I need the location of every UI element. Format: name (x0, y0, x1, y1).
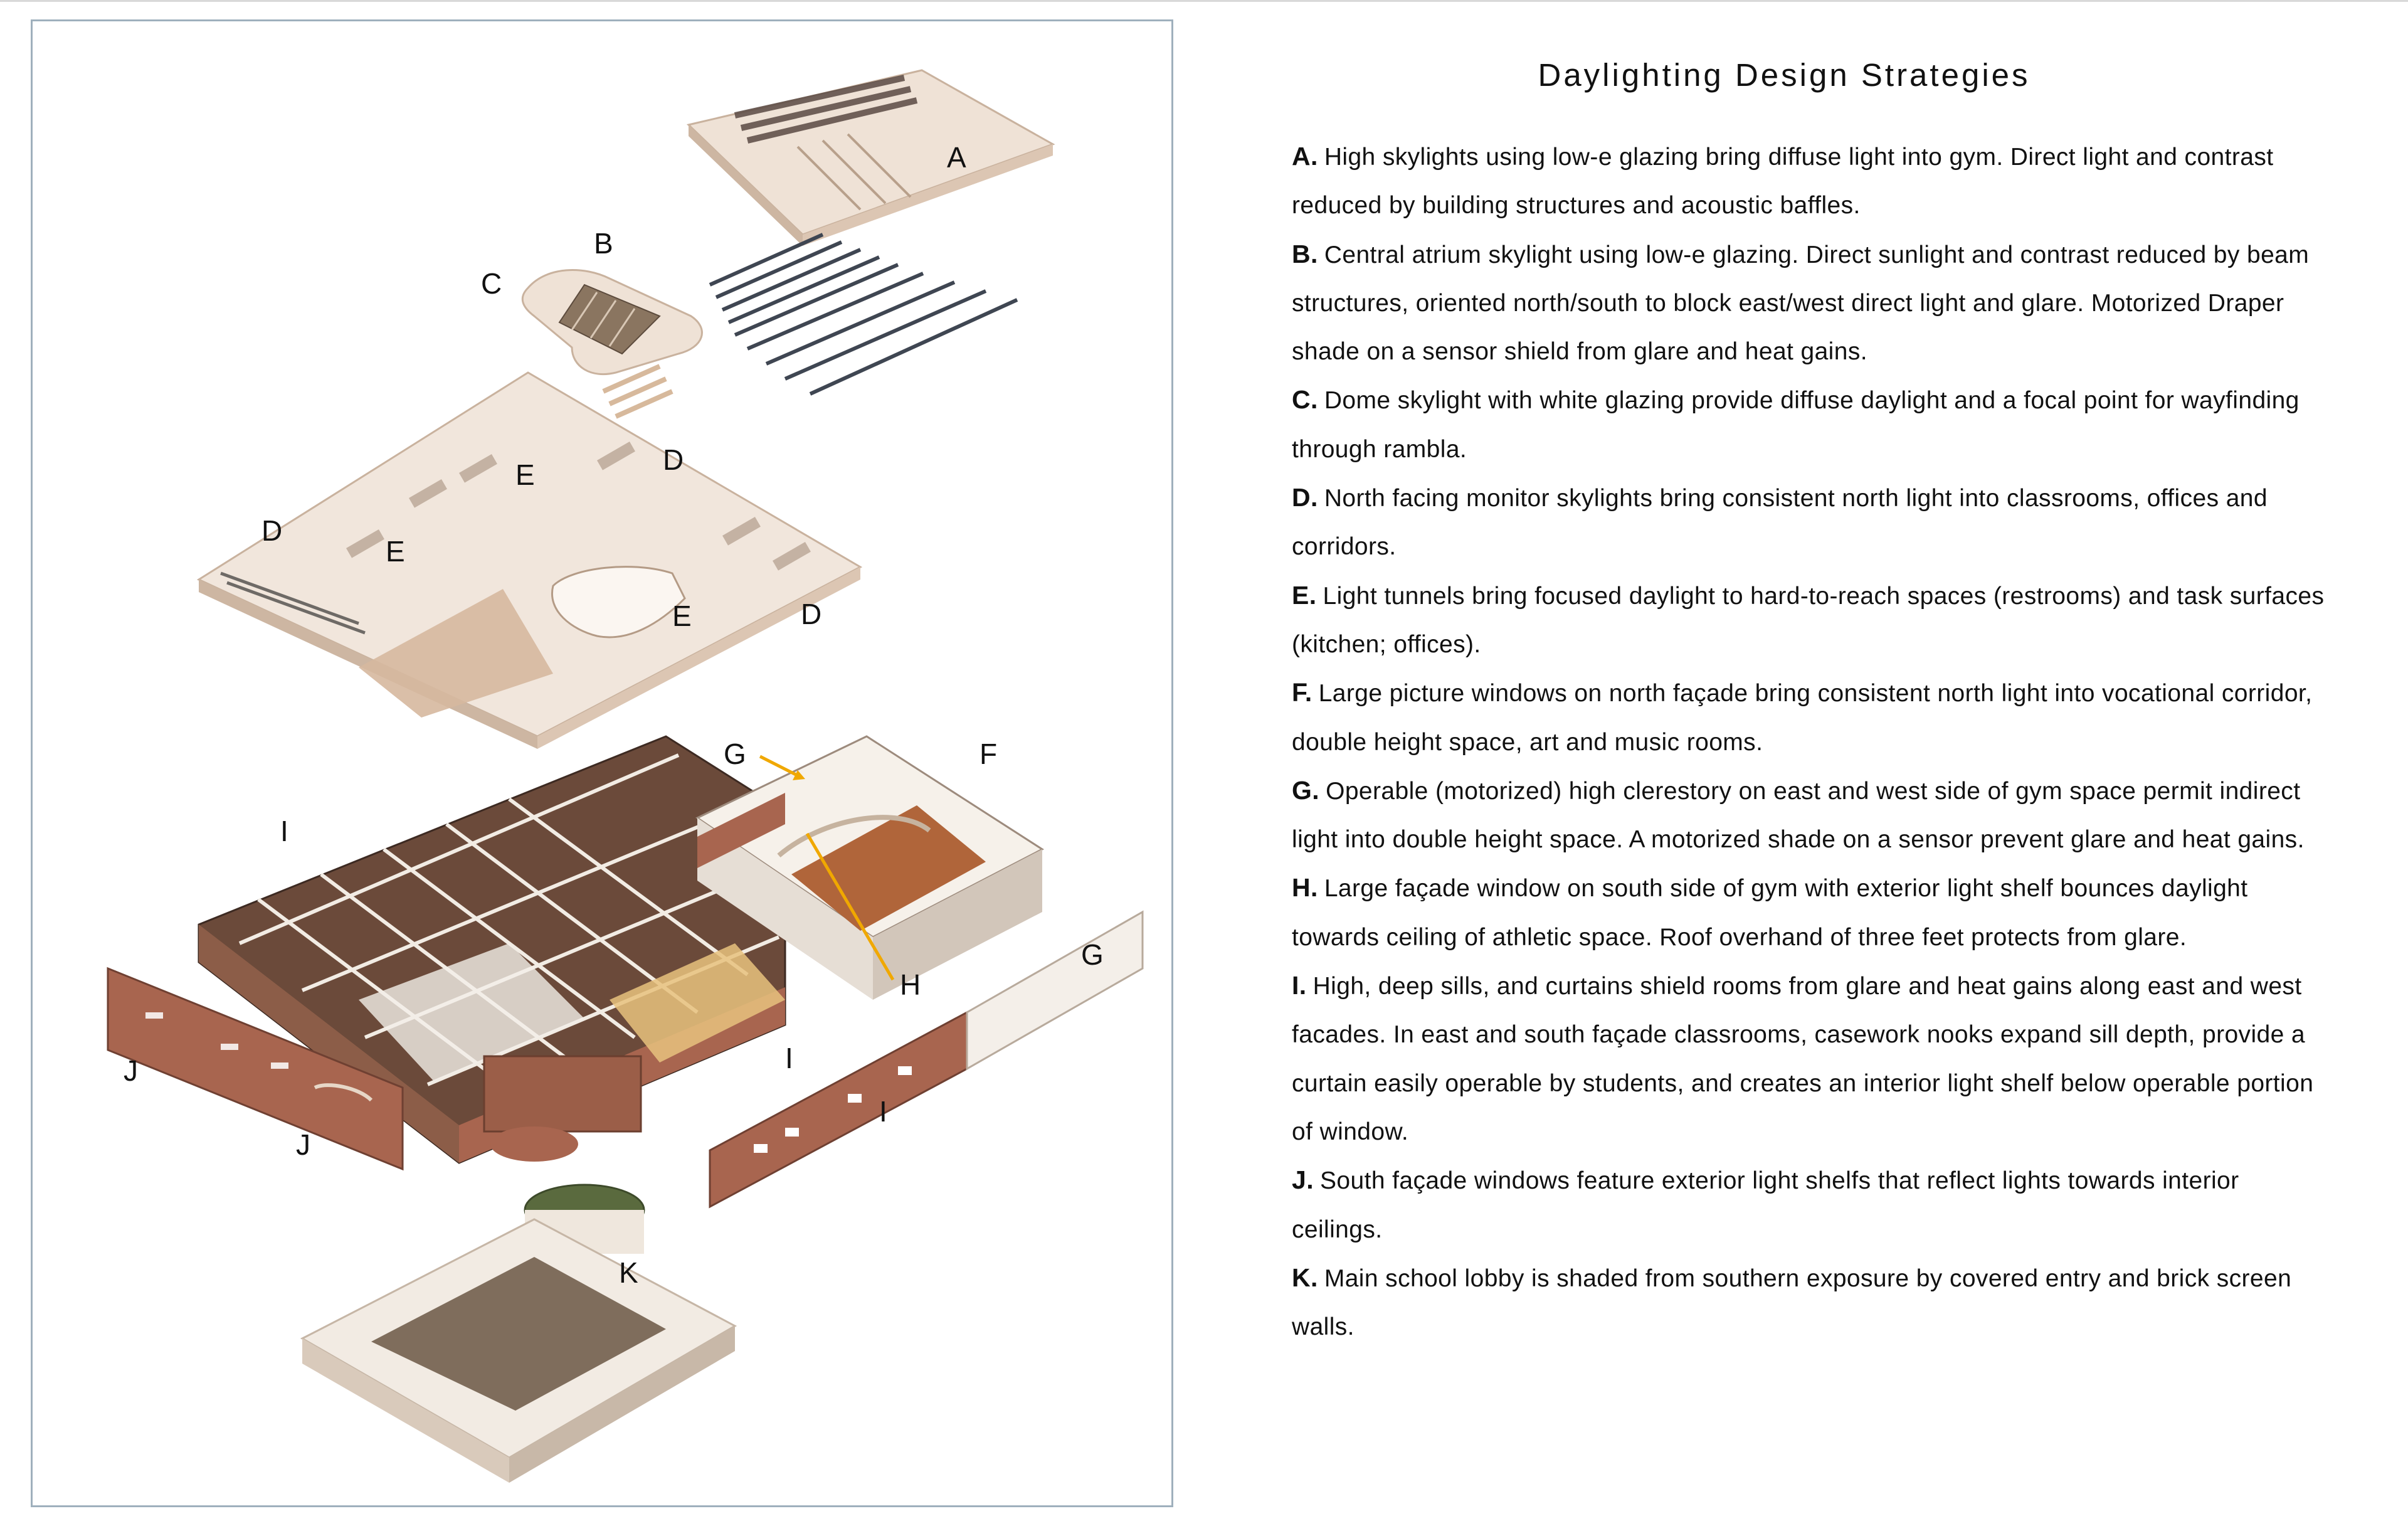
lobby-k-layer (300, 1184, 737, 1483)
callout-label-j-2: J (296, 1128, 310, 1161)
strategy-text: Central atrium skylight using low-e glaz… (1292, 241, 2310, 366)
strategy-text: Dome skylight with white glazing provide… (1292, 387, 2300, 463)
strategy-item: H.Large façade window on south side of g… (1292, 864, 2326, 962)
strategy-key: G. (1292, 775, 1320, 805)
main-floor-layer (198, 735, 786, 1164)
strategy-key: H. (1292, 873, 1318, 903)
exploded-axonometric-diagram: A B C D D D E E E F G G H I I I J J K (31, 19, 1173, 1507)
strategy-item: A.High skylights using low-e glazing bri… (1292, 132, 2326, 230)
atrium-skylight-layer (521, 269, 703, 419)
callout-label-d-2: D (261, 514, 283, 547)
strategy-text: Main school lobby is shaded from souther… (1292, 1264, 2292, 1341)
strategy-key: D. (1292, 483, 1318, 512)
panel-title: Daylighting Design Strategies (1538, 57, 2030, 93)
callout-label-h: H (900, 968, 921, 1001)
callout-label-b: B (594, 227, 613, 260)
strategy-item: K.Main school lobby is shaded from south… (1292, 1254, 2326, 1352)
strategy-item: J.South façade windows feature exterior … (1292, 1156, 2326, 1254)
strategy-text: Light tunnels bring focused daylight to … (1292, 582, 2325, 658)
callout-label-e-2: E (386, 535, 405, 568)
callout-label-c: C (481, 267, 502, 300)
strategy-item: D.North facing monitor skylights bring c… (1292, 474, 2326, 571)
strategy-text: North facing monitor skylights bring con… (1292, 485, 2268, 561)
acoustic-baffles-layer (709, 233, 1018, 396)
south-facade-j-layer (107, 967, 404, 1171)
strategy-key: I. (1292, 971, 1307, 1000)
strategy-key: E. (1292, 580, 1317, 610)
strategy-item: I.High, deep sills, and curtains shield … (1292, 962, 2326, 1156)
callout-label-e-1: E (515, 458, 535, 491)
east-facade-i-layer (709, 910, 1144, 1209)
callout-label-i-3: I (879, 1095, 887, 1128)
strategy-item: F.Large picture windows on north façade … (1292, 669, 2326, 766)
callout-label-e-3: E (672, 600, 692, 632)
callout-label-d-3: D (801, 598, 822, 630)
callout-label-d-1: D (663, 443, 684, 476)
strategy-key: J. (1292, 1165, 1314, 1195)
callout-label-a: A (947, 141, 966, 174)
strategy-key: B. (1292, 239, 1318, 268)
strategy-text: High, deep sills, and curtains shield ro… (1292, 973, 2314, 1145)
callout-label-f: F (980, 738, 998, 770)
axonometric-drawing (107, 69, 1144, 1483)
strategies-panel: Daylighting Design Strategies A.High sky… (1292, 56, 2345, 1351)
strategy-item: E.Light tunnels bring focused daylight t… (1292, 571, 2326, 669)
callout-label-g-1: G (724, 738, 746, 770)
main-roof-layer (196, 371, 863, 749)
strategy-key: A. (1292, 142, 1318, 171)
callout-label-i-2: I (785, 1042, 793, 1074)
strategy-list: A.High skylights using low-e glazing bri… (1292, 132, 2345, 1351)
strategy-key: C. (1292, 385, 1318, 415)
strategy-text: South façade windows feature exterior li… (1292, 1167, 2239, 1243)
strategy-text: High skylights using low-e glazing bring… (1292, 144, 2274, 220)
strategy-text: Large picture windows on north façade br… (1292, 680, 2313, 756)
top-rule (0, 0, 2408, 2)
strategy-item: B.Central atrium skylight using low-e gl… (1292, 230, 2326, 376)
callout-arrows (759, 755, 895, 981)
strategy-key: K. (1292, 1263, 1318, 1292)
callout-label-k: K (619, 1256, 638, 1289)
strategy-text: Operable (motorized) high clerestory on … (1292, 777, 2305, 854)
strategy-key: F. (1292, 678, 1312, 708)
gym-volume-layer (695, 735, 1044, 1000)
callout-label-j-1: J (124, 1054, 138, 1087)
callout-label-g-2: G (1081, 938, 1104, 971)
gym-roof-layer (686, 69, 1055, 246)
callout-label-i-1: I (280, 815, 288, 847)
strategy-item: C.Dome skylight with white glazing provi… (1292, 376, 2326, 474)
strategy-text: Large façade window on south side of gym… (1292, 875, 2248, 951)
strategy-item: G.Operable (motorized) high clerestory o… (1292, 766, 2326, 864)
